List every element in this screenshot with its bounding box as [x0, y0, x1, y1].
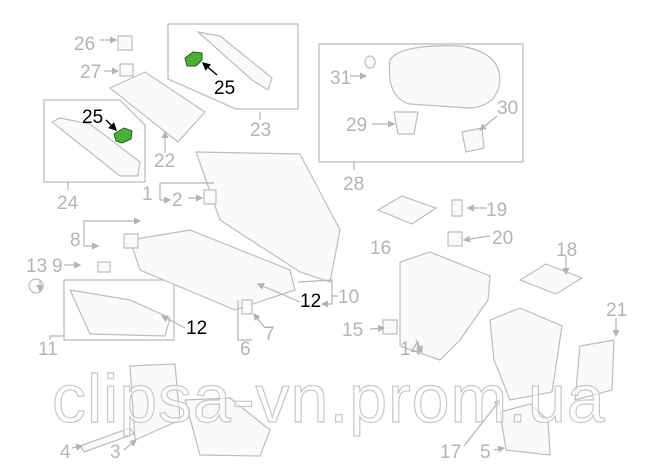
label-7: 7 — [264, 324, 275, 345]
label-6: 6 — [240, 339, 251, 360]
part-21-panel — [574, 339, 615, 401]
part-10-base — [129, 229, 296, 311]
label-27: 27 — [80, 62, 101, 83]
part-2-clip — [203, 189, 217, 205]
label-13: 13 — [26, 256, 47, 277]
part-11-trim — [68, 289, 171, 337]
part-3-bracket — [129, 363, 181, 441]
label-19: 19 — [486, 200, 507, 221]
part-16-tray — [376, 195, 438, 225]
part-13-clip — [28, 278, 44, 294]
label-29: 29 — [346, 115, 367, 136]
label-20: 20 — [492, 228, 513, 249]
group-box-11 — [63, 279, 175, 341]
part-29 — [393, 111, 419, 135]
label-4: 4 — [60, 442, 71, 463]
part-24-panel — [50, 117, 141, 177]
label-31: 31 — [330, 68, 351, 89]
label-1: 1 — [142, 184, 153, 205]
part-17-bin — [489, 307, 563, 401]
label-18: 18 — [556, 240, 577, 261]
part-20 — [447, 231, 463, 247]
label-15: 15 — [342, 320, 363, 341]
part-23-panel — [196, 31, 273, 91]
part-19 — [451, 199, 463, 217]
part-27-clip — [119, 63, 134, 77]
part-26-clip — [117, 35, 133, 51]
clip-25-upper — [184, 51, 203, 67]
part-14-rear-console — [399, 251, 491, 361]
part-1-console — [195, 151, 341, 283]
label-12-upper[interactable]: 12 — [300, 291, 321, 312]
group-box-24 — [43, 99, 146, 183]
label-26: 26 — [74, 34, 95, 55]
part-30 — [461, 127, 485, 153]
label-16: 16 — [370, 238, 391, 259]
part-22-trim — [108, 71, 206, 143]
label-11: 11 — [38, 339, 58, 360]
watermark: clipsa-vn.prom.ua — [52, 361, 606, 437]
part-5-bracket — [499, 403, 551, 456]
label-5: 5 — [480, 442, 491, 463]
clip-25-lower — [113, 127, 133, 144]
label-9: 9 — [52, 256, 63, 277]
part-shifter-base — [184, 397, 271, 457]
label-25-lower[interactable]: 25 — [82, 107, 103, 128]
part-7-clip — [241, 299, 253, 315]
group-box-23 — [167, 23, 299, 110]
label-2: 2 — [172, 190, 183, 211]
label-12-lower[interactable]: 12 — [186, 318, 207, 339]
part-31 — [364, 55, 376, 69]
label-28: 28 — [343, 174, 364, 195]
label-23: 23 — [250, 120, 271, 141]
part-8-clip — [123, 233, 139, 249]
label-17: 17 — [440, 442, 461, 463]
label-14: 14 — [400, 339, 422, 360]
part-armrest — [388, 45, 501, 109]
label-24: 24 — [57, 193, 79, 214]
part-9-clip — [97, 261, 111, 273]
label-30: 30 — [497, 98, 518, 119]
label-25-upper[interactable]: 25 — [214, 78, 235, 99]
part-15-clip — [382, 319, 398, 335]
label-8: 8 — [70, 230, 81, 251]
part-18-mat — [518, 263, 584, 295]
label-22: 22 — [154, 151, 175, 172]
label-3: 3 — [110, 442, 121, 463]
label-21: 21 — [606, 300, 627, 321]
label-10: 10 — [338, 287, 359, 308]
group-box-28 — [318, 43, 524, 163]
